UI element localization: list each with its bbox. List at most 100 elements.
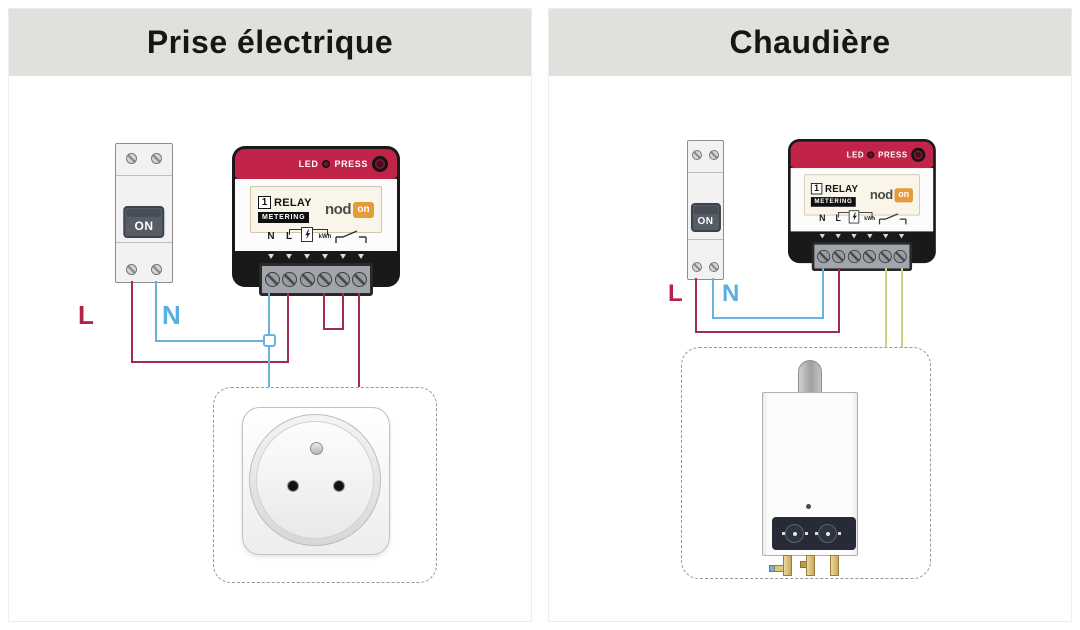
relay-module-top-band: LED PRESS bbox=[790, 141, 934, 169]
boiler-pipe bbox=[830, 555, 839, 576]
panel-title-bar: Chaudière bbox=[549, 9, 1071, 76]
wire-relay-contact bbox=[901, 268, 903, 360]
wire-neutral bbox=[712, 278, 714, 319]
socket-hole-right bbox=[333, 480, 345, 492]
channel-relay-row: 1 RELAY bbox=[810, 183, 859, 195]
terminal-arrow bbox=[268, 254, 274, 259]
terminal-screw bbox=[878, 249, 892, 264]
breaker-divider bbox=[688, 172, 723, 173]
terminal-label-neutral: N bbox=[267, 231, 275, 242]
boiler-flue-pipe bbox=[798, 360, 822, 398]
led-indicator bbox=[867, 151, 875, 159]
press-button bbox=[372, 156, 388, 172]
terminal-arrow bbox=[898, 234, 905, 239]
terminal-label-kwh: kWh bbox=[864, 216, 876, 222]
terminal-arrow bbox=[340, 254, 346, 259]
channel-number-box: 1 bbox=[810, 183, 823, 195]
terminal-screw bbox=[317, 272, 333, 287]
breaker-on-switch: ON bbox=[123, 206, 165, 239]
panel-title: Chaudière bbox=[729, 24, 891, 60]
nodon-logo-badge: on bbox=[353, 201, 374, 218]
terminal-block bbox=[259, 263, 373, 296]
terminal-screw bbox=[264, 272, 280, 287]
terminal-screw bbox=[299, 272, 315, 287]
circuit-breaker: ON bbox=[687, 140, 724, 280]
metering-badge: METERING bbox=[810, 197, 857, 207]
terminal-screw bbox=[334, 272, 350, 287]
breaker-screw bbox=[126, 264, 138, 275]
press-label: PRESS bbox=[878, 150, 908, 160]
breaker-screw bbox=[692, 262, 703, 272]
terminal-block bbox=[811, 241, 913, 271]
terminal-label-live: L bbox=[285, 231, 293, 242]
breaker-on-label: ON bbox=[134, 219, 154, 234]
wire-jumper bbox=[323, 293, 325, 330]
terminal-arrow bbox=[883, 234, 889, 239]
nodon-logo: nod on bbox=[870, 187, 913, 202]
breaker-on-switch: ON bbox=[690, 203, 721, 233]
metering-badge: METERING bbox=[258, 212, 310, 223]
wire-neutral bbox=[155, 281, 157, 342]
boiler-pipe bbox=[783, 555, 792, 576]
wire-live bbox=[131, 361, 289, 363]
terminal-screw bbox=[816, 249, 830, 264]
wire-jumper bbox=[323, 328, 344, 330]
terminal-screw bbox=[847, 249, 861, 264]
terminal-arrow bbox=[358, 254, 364, 259]
led-label: LED bbox=[298, 159, 319, 169]
wire-neutral bbox=[268, 293, 270, 336]
wire-label-neutral: N bbox=[722, 280, 740, 307]
wire-label-live: L bbox=[78, 300, 94, 330]
press-button bbox=[911, 147, 926, 162]
socket-face bbox=[256, 421, 374, 539]
terminal-arrow bbox=[286, 254, 292, 259]
terminal-screw bbox=[352, 272, 368, 287]
wire-neutral bbox=[155, 340, 271, 342]
boiler-indicator-dot bbox=[806, 504, 811, 509]
led-indicator bbox=[322, 160, 331, 168]
relay-label: RELAY bbox=[274, 196, 312, 209]
terminal-screw bbox=[893, 249, 908, 264]
boiler-knob bbox=[815, 524, 837, 543]
wire-neutral bbox=[712, 317, 824, 319]
wire-live bbox=[287, 293, 289, 363]
relay-module: LED PRESS 1 RELAY METERING nod on N L kW… bbox=[232, 146, 400, 296]
terminal-arrow bbox=[851, 234, 857, 239]
terminal-arrow bbox=[819, 234, 825, 239]
breaker-screw bbox=[708, 150, 719, 160]
nodon-logo-text: nod bbox=[325, 201, 352, 218]
relay-contact-icon bbox=[878, 212, 908, 230]
breaker-divider bbox=[116, 242, 172, 243]
breaker-screw bbox=[150, 153, 162, 164]
wire-label-neutral: N bbox=[162, 300, 181, 330]
nodon-logo-text: nod bbox=[869, 187, 893, 203]
wire-label-live: L bbox=[668, 280, 683, 307]
wire-neutral bbox=[268, 345, 270, 388]
relay-module-top-band: LED PRESS bbox=[235, 149, 397, 179]
socket-hole-left bbox=[287, 480, 299, 492]
terminal-screw bbox=[863, 249, 877, 264]
wire-live bbox=[131, 281, 133, 363]
metering-bolt-icon bbox=[848, 210, 860, 224]
terminal-arrow bbox=[304, 254, 310, 259]
neutral-junction-node bbox=[263, 334, 276, 347]
breaker-screw bbox=[692, 150, 703, 160]
relay-label: RELAY bbox=[824, 183, 859, 194]
terminal-arrow bbox=[322, 254, 328, 259]
breaker-screw bbox=[150, 264, 162, 275]
led-label: LED bbox=[846, 150, 865, 160]
breaker-screw bbox=[708, 262, 719, 272]
nodon-logo-badge: on bbox=[894, 187, 913, 202]
breaker-on-label: ON bbox=[697, 216, 714, 228]
terminal-screw bbox=[832, 249, 846, 264]
terminal-label-live: L bbox=[835, 213, 841, 224]
terminal-arrow bbox=[867, 234, 873, 239]
terminal-label-neutral: N bbox=[819, 213, 826, 224]
relay-module: LED PRESS 1 RELAY METERING nod on N L kW… bbox=[788, 139, 936, 271]
relay-contact-icon bbox=[334, 229, 368, 249]
panel-title: Prise électrique bbox=[146, 24, 394, 60]
terminal-screw bbox=[282, 272, 298, 287]
boiler-knob bbox=[782, 524, 804, 543]
wire-switched-live bbox=[358, 293, 360, 388]
